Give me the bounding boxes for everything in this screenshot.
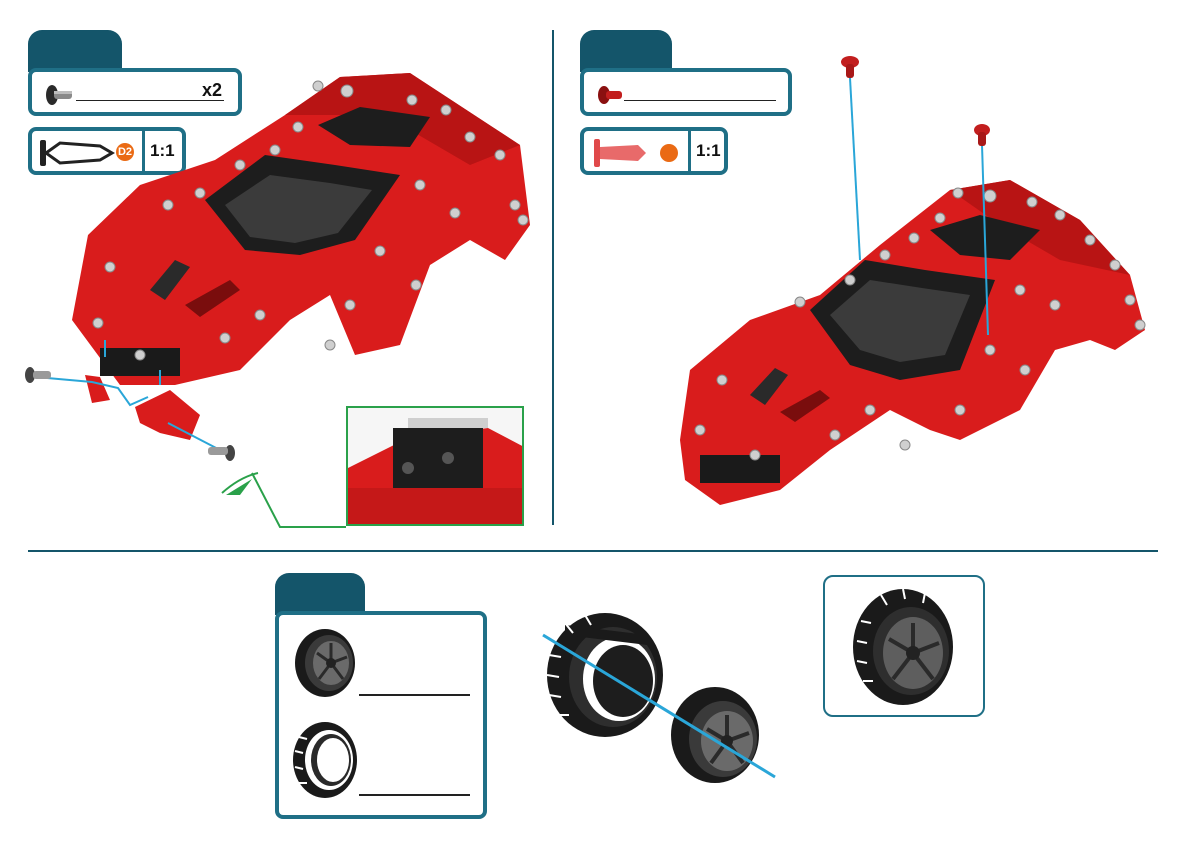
vertical-divider — [552, 30, 554, 525]
tire-rule-line — [359, 794, 470, 796]
red-pin-scale-icon — [590, 135, 660, 169]
rim-part-icon — [285, 623, 365, 703]
car-body-illustration-right — [660, 50, 1180, 530]
assembled-wheel-box — [823, 575, 985, 717]
step-tab-bottom — [275, 573, 365, 615]
tire-part-icon — [285, 717, 365, 803]
rim-rule-line — [359, 694, 470, 696]
red-pin-icon — [594, 80, 634, 110]
parts-box-wheel — [275, 611, 487, 819]
assembled-wheel-icon — [841, 581, 971, 711]
wheel-exploded-illustration — [535, 605, 805, 795]
horizontal-divider — [28, 550, 1158, 552]
step-tab-right — [580, 30, 672, 72]
detail-inset-front — [346, 406, 524, 526]
